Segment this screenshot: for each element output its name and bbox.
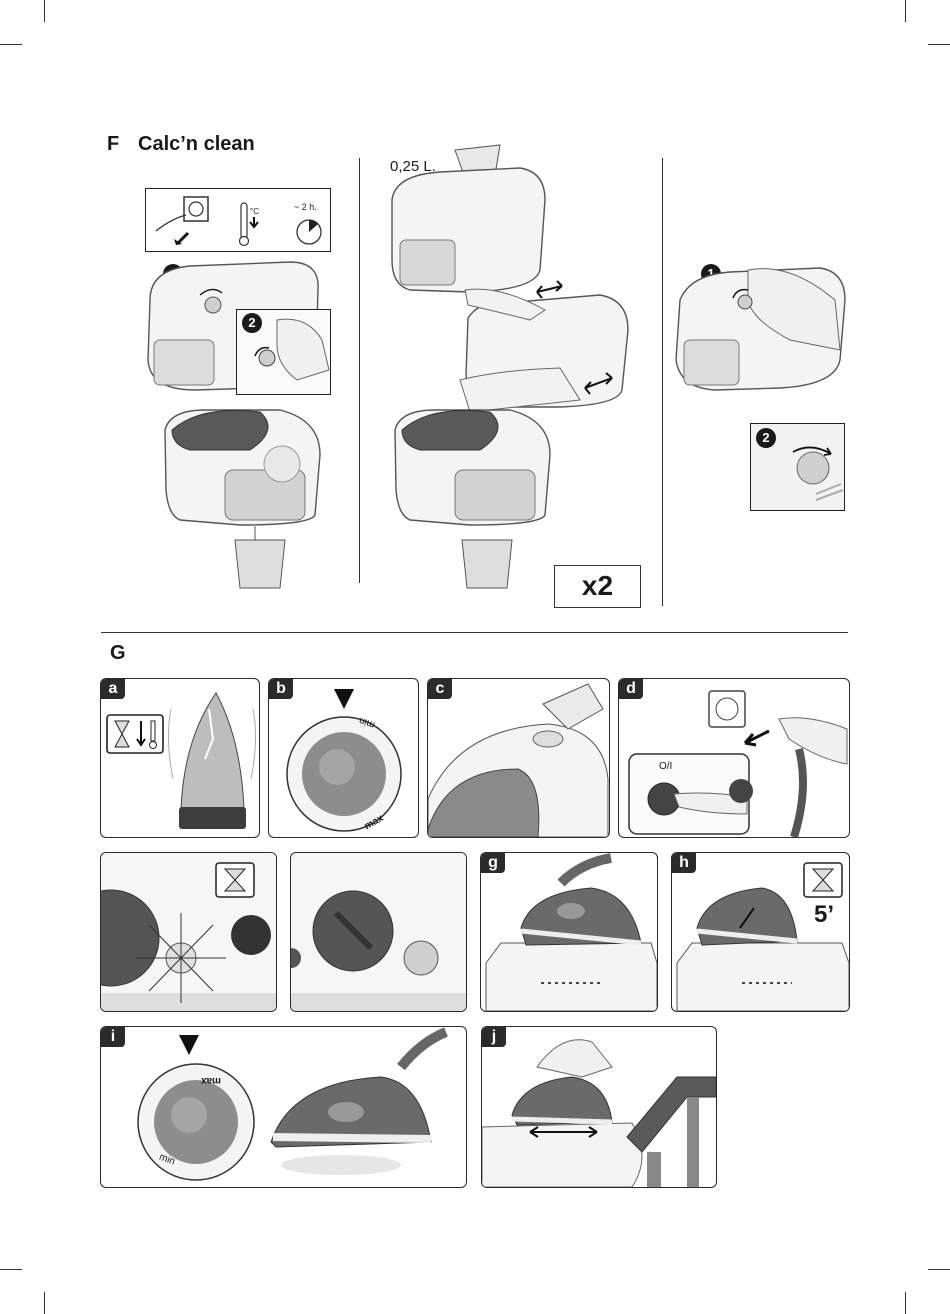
crop-mark: [905, 1292, 906, 1314]
column-divider: [359, 158, 360, 583]
panel-label: j: [482, 1027, 506, 1047]
plug-in-and-switch-on: [628, 690, 848, 837]
power-switch-label: O/I: [659, 761, 673, 772]
step-2-badge: 2: [756, 428, 776, 448]
crop-mark: [905, 0, 906, 22]
repeat-box: x2: [554, 565, 641, 608]
cap-rotate-icon: [792, 446, 844, 501]
panel-label: g: [481, 853, 505, 873]
vertical-steam-ironing-illustration: [482, 1039, 716, 1187]
crop-mark: [928, 1269, 950, 1270]
panel-a: a: [100, 678, 260, 838]
steam-dial-max: [286, 689, 402, 832]
panel-d: d O/I: [618, 678, 850, 838]
crop-mark: [0, 44, 22, 45]
hand-screw-icon: [254, 318, 330, 381]
section-divider: [101, 632, 848, 633]
crop-mark: [928, 44, 950, 45]
steam-dial-and-iron-illustration: [137, 1027, 448, 1181]
refill-water-illustration: [428, 683, 609, 837]
temperature-label: °C: [250, 207, 259, 216]
detail-inset: [750, 423, 845, 511]
boiler-draining-illustration: [164, 409, 321, 589]
conditions-box: °C ~ 2 h.: [145, 188, 331, 252]
ready-light-illustration: [101, 853, 276, 1011]
hourglass-cooling-icon: [106, 714, 164, 754]
dial-max-label: max: [201, 1075, 222, 1086]
panel-label: c: [428, 679, 452, 699]
panel-e: e: [100, 852, 277, 1012]
panel-h: h 5’: [671, 852, 850, 1012]
panel-f: f: [290, 852, 467, 1012]
section-f-title: Calc’n clean: [138, 133, 255, 155]
clock-icon: [296, 219, 322, 245]
crop-mark: [44, 0, 45, 22]
time-label: ~ 2 h.: [294, 202, 317, 212]
section-g-letter: G: [110, 642, 126, 664]
iron-steaming-wait-illustration: [676, 862, 849, 1011]
iron-on-base-illustration: [485, 853, 657, 1011]
plug-refit-illustration: [675, 267, 846, 391]
section-f-letter: F: [107, 133, 120, 155]
crop-mark: [44, 1292, 45, 1314]
panel-g: g: [480, 852, 658, 1012]
thermometer-icon: [238, 202, 259, 247]
panel-b: b min max: [268, 678, 419, 838]
panel-j: j: [481, 1026, 717, 1188]
column-divider: [662, 158, 663, 606]
filling-and-shaking-illustration: [391, 144, 629, 589]
panel-c: c: [427, 678, 610, 838]
unplug-icon: [155, 196, 209, 245]
volume-label: 0,25 L.: [390, 158, 436, 175]
panel-label: h: [672, 853, 696, 873]
step-2-badge: 2: [242, 313, 262, 333]
panel-label: d: [619, 679, 643, 699]
panel-label: i: [101, 1027, 125, 1047]
crop-mark: [0, 1269, 22, 1270]
steam-dial-set-illustration: [291, 853, 466, 1011]
panel-label: b: [269, 679, 293, 699]
detail-inset: [236, 309, 331, 395]
panel-label: a: [101, 679, 125, 699]
repeat-label: x2: [581, 570, 614, 601]
iron-soleplate-hot: [167, 692, 257, 829]
wait-time-label: 5’: [814, 901, 835, 928]
panel-i: i max min: [100, 1026, 467, 1188]
